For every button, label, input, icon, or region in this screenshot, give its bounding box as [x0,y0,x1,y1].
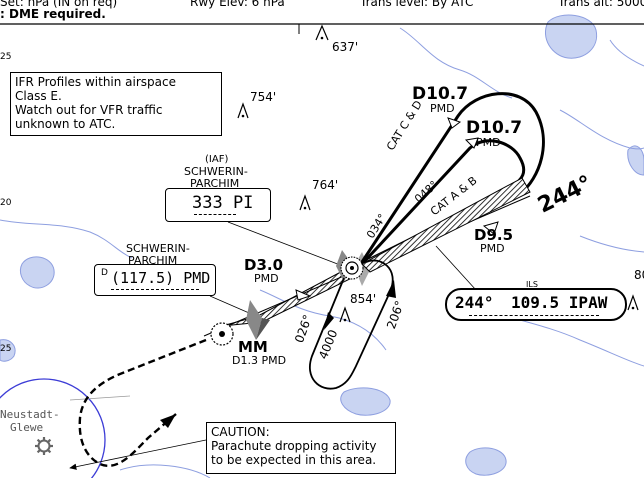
hold-arrow-d30 [295,289,312,301]
morse-code [194,214,236,215]
airport-name-2: Glewe [10,421,44,434]
header-rwy-elev: Rwy Elev: 6 hPa [190,0,285,9]
dme-name-1: SCHWERIN- [126,242,190,255]
ndb-role: (IAF) [205,154,229,165]
note-line: IFR Profiles within airspace [15,75,177,89]
dme-prefix: D [101,268,108,278]
hold-arrow-in [386,280,396,298]
mm-leader [69,395,131,401]
cat-ab-feather [361,177,531,273]
missed-approach-arrow [160,414,176,428]
header-trans-level: Trans level: By ATC [360,0,474,9]
ils-course: 244° [455,293,494,312]
caution-note: CAUTION: Parachute dropping activity to … [206,422,396,474]
lake-left [19,256,55,289]
ifr-profiles-note: IFR Profiles within airspace Class E. Wa… [10,72,222,136]
fix-d95-dist: D9.5 [474,226,514,244]
river-top [399,27,513,99]
obstacle-symbols [237,24,639,323]
ils-freq-box: 244° 109.5 IPAW [445,288,627,321]
river-right-top [609,39,644,67]
ils-leader [435,245,477,291]
d107-lower-arrow [464,137,479,149]
ndb-leader [227,221,349,269]
d95-arrow [482,221,499,235]
grid-label-1: 25 [0,52,12,62]
header-altimeter: Set: hPa (IN on req) [0,0,118,9]
fix-d107-upper-dist: D10.7 [412,84,469,104]
navaid-symbol [336,250,370,286]
fix-d30-dist: D3.0 [244,256,284,274]
airport-symbol [35,437,53,455]
lake-bottom-right [465,447,507,476]
ndb-name-1: SCHWERIN- [184,165,248,178]
mm-locator [210,300,270,346]
lake-far-left [0,339,16,362]
cat-cd-turn [360,92,545,263]
morse-code [469,315,599,316]
caution-leader [69,439,207,470]
note-line: Watch out for VFR traffic [15,103,163,117]
ils-freq: 109.5 IPAW [511,293,608,312]
header-trans-alt: Trans alt: 5000 [558,0,644,9]
obstacle-elevation: 80 [634,268,644,282]
holding-pattern [309,259,394,390]
note-line: unknown to ATC. [15,117,116,131]
d107-upper-arrow [447,117,462,129]
fix-d107-lower-ref: PMD [476,136,501,149]
fix-d107-upper-ref: PMD [430,102,455,115]
river-right [559,109,644,150]
ndb-freq: 333 PI [192,193,254,213]
lake-right-edge [627,145,644,176]
note-line: Class E. [15,89,62,103]
ndb-freq-box: 333 PI [165,188,271,222]
ndb-name-2: PARCHIM [190,177,240,190]
water-bodies [0,14,644,478]
airport-boundary [0,378,106,478]
lake-center-bottom [340,387,391,416]
obstacle-elevation: 764' [312,178,339,192]
river-left [0,219,133,259]
obstacle-elevation: 637' [332,40,359,54]
fix-d30-ref: PMD [254,272,279,285]
ils-label: ILS [526,280,538,289]
obstacle-elevation: 754' [250,90,277,104]
dme-freq-box: D (117.5) PMD [94,264,216,296]
dme-name-2: PARCHIM [128,254,178,267]
caution-line: to be expected in this area. [211,453,377,467]
morse-code [111,289,199,290]
grid-label-3: 25 [0,344,12,354]
missed-approach-track [78,338,207,467]
fix-mm-name: MM [238,338,268,356]
grid-label-2: 20 [0,198,12,208]
dme-freq: (117.5) PMD [111,269,211,287]
fix-d95-ref: PMD [480,242,505,255]
airport-name-1: Neustadt- [0,408,60,421]
final-approach-feather [221,265,361,327]
fix-d107-lower-dist: D10.7 [466,118,523,138]
caution-title: CAUTION: [211,425,270,439]
lake-top-right [545,14,598,59]
header-dme-note: : DME required. [0,7,106,21]
obstacle-elevation: 854' [350,292,377,306]
caution-line: Parachute dropping activity [211,439,377,453]
river-far-right [579,235,644,253]
river-bottom [119,464,211,478]
hold-arrow-out [324,312,334,330]
fix-mm-dist: D1.3 PMD [232,354,287,367]
